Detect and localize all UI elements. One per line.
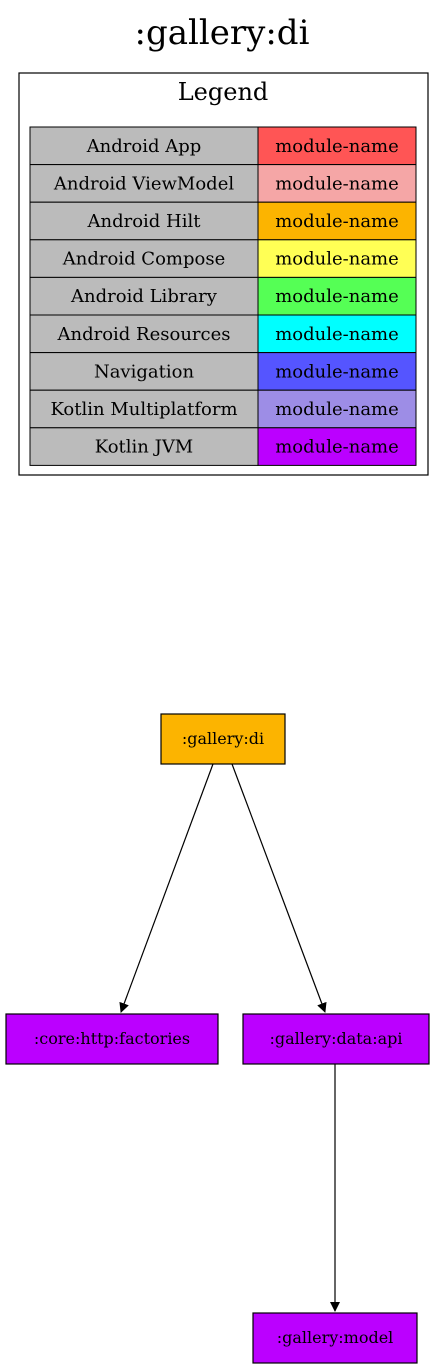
node-label: :core:http:factories (34, 1029, 190, 1048)
legend-label-cell (29, 201, 259, 241)
node-box[interactable] (160, 713, 286, 765)
legend-label-cell (29, 239, 259, 278)
legend-label-cell (29, 314, 259, 354)
node-gallery-model[interactable]: :gallery:model (252, 1312, 418, 1364)
legend-color-swatch (257, 276, 417, 316)
node-label: :gallery:data:api (270, 1029, 403, 1048)
legend-label-cell (29, 427, 259, 466)
legend-sample-text: module-name (275, 361, 399, 382)
graph-title: :gallery:di (135, 13, 310, 53)
legend-row: Android Resources module-name (29, 314, 417, 354)
legend-sample-text: module-name (275, 286, 399, 307)
node-gallery-data-api[interactable]: :gallery:data:api (242, 1013, 430, 1065)
legend-label-text: Kotlin JVM (95, 437, 194, 458)
legend-sample-text: module-name (275, 173, 399, 194)
legend-color-swatch (257, 427, 417, 466)
legend-row: Android Compose module-name (29, 239, 417, 278)
legend-sample-text: module-name (275, 437, 399, 458)
legend-row: Android Library module-name (29, 276, 417, 316)
legend-sample-text: module-name (275, 136, 399, 157)
legend-label-cell (29, 389, 259, 429)
legend-sample-text: module-name (275, 399, 399, 420)
edge-layer (119, 763, 340, 1312)
legend-sample-text: module-name (275, 324, 399, 345)
legend-label-text: Android Compose (62, 249, 225, 270)
legend-sample-text: module-name (275, 249, 399, 270)
legend-row: Android Hilt module-name (29, 201, 417, 241)
legend-title: Legend (178, 78, 269, 106)
node-box[interactable] (242, 1013, 430, 1065)
legend-row: Android ViewModel module-name (29, 164, 417, 203)
legend-row: Kotlin JVM module-name (29, 427, 417, 466)
node-box[interactable] (5, 1013, 219, 1065)
legend-color-swatch (257, 126, 417, 166)
node-gallery-di[interactable]: :gallery:di (160, 713, 286, 765)
legend-label-text: Android Library (70, 286, 218, 307)
legend-label-text: Android Hilt (86, 211, 201, 232)
node-core-http-factories[interactable]: :core:http:factories (5, 1013, 219, 1065)
node-label: :gallery:di (182, 729, 264, 748)
node-box[interactable] (252, 1312, 418, 1364)
legend-row: Kotlin Multiplatform module-name (29, 389, 417, 429)
node-layer: :gallery:di :core:http:factories :gallery:… (5, 713, 430, 1364)
node-label: :gallery:model (277, 1328, 394, 1347)
edge-gallery-di-to-gallery-data-api (231, 763, 327, 1013)
legend-sample-text: module-name (275, 211, 399, 232)
legend-row: Android App module-name (29, 126, 417, 166)
legend-label-text: Navigation (94, 361, 194, 382)
legend-label-cell (29, 126, 259, 166)
legend-label-text: Android Resources (56, 324, 230, 345)
legend-label-cell (29, 352, 259, 391)
legend-label-text: Android ViewModel (53, 173, 234, 194)
legend-label-text: Kotlin Multiplatform (50, 399, 237, 420)
legend-label-cell (29, 164, 259, 203)
legend-label-cell (29, 276, 259, 316)
legend-color-swatch (257, 389, 417, 429)
legend-label-text: Android App (86, 136, 202, 157)
edge-gallery-di-to-core-http-factories (119, 763, 214, 1013)
legend-row: Navigation module-name (29, 352, 417, 391)
